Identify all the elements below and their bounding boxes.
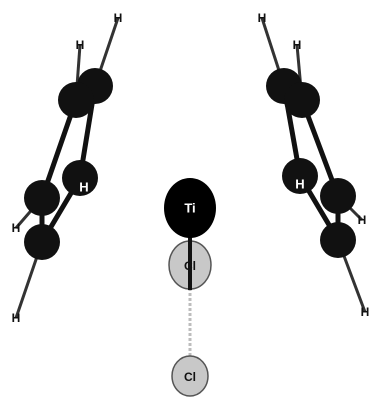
left-h-label-5: H (12, 311, 21, 325)
left-cp-ring: H H H H H (12, 11, 123, 325)
right-carbon-atom-4 (320, 222, 356, 258)
left-carbon-atom-2 (58, 82, 94, 118)
cl-label-back: Cl (184, 370, 196, 384)
right-carbon-atom-3 (320, 178, 356, 214)
right-carbon-atom-5 (282, 158, 318, 194)
right-h-label-5: H (361, 305, 370, 319)
right-carbon-atom-2 (284, 82, 320, 118)
cl-atom-back (171, 355, 209, 397)
left-h-label-3: H (79, 180, 88, 195)
ticl-unit: Cl Cl Ti (164, 178, 216, 397)
left-carbon-atom-3 (24, 180, 60, 216)
right-cp-ring: H H H H H (258, 11, 370, 319)
left-h-label-1: H (114, 11, 123, 25)
ti-atom (164, 178, 216, 238)
right-h-label-3: H (295, 177, 304, 192)
left-carbon-atom-5 (62, 160, 98, 196)
right-h-label-4: H (358, 213, 367, 227)
left-carbon-atom-4 (24, 224, 60, 260)
right-h-label-2: H (293, 38, 302, 52)
ti-label: Ti (184, 201, 195, 216)
right-h-label-1: H (258, 11, 267, 25)
left-h-label-4: H (12, 221, 21, 235)
left-h-label-2: H (76, 38, 85, 52)
